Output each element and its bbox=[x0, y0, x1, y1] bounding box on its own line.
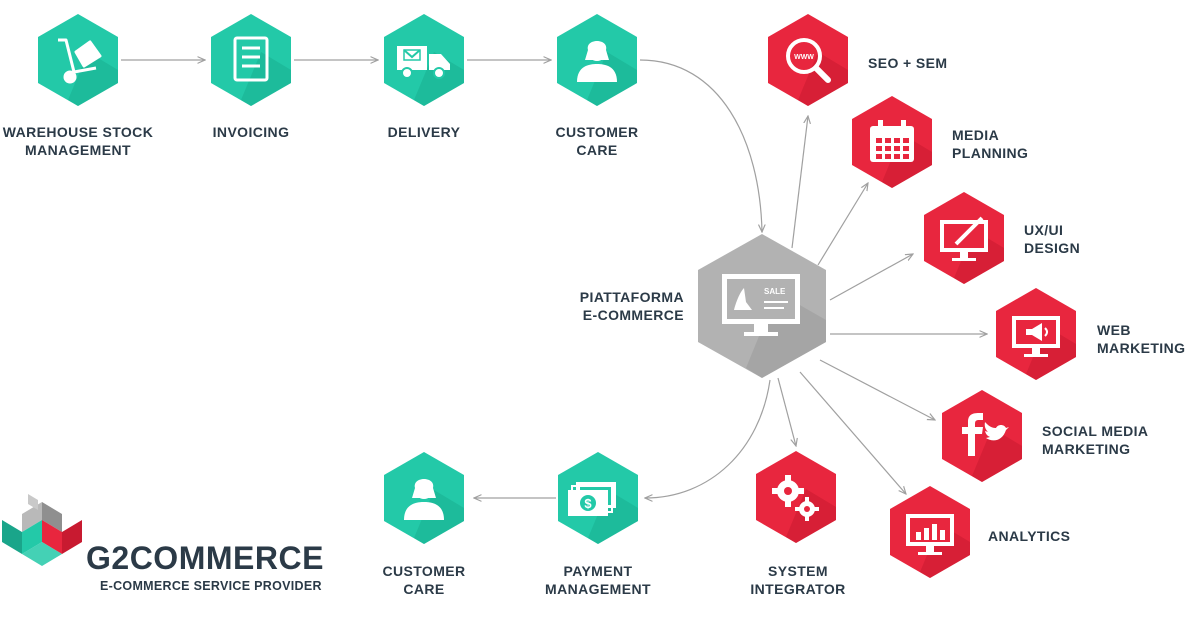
label-system-integrator-line2: INTEGRATOR bbox=[750, 581, 846, 597]
label-delivery-line1: DELIVERY bbox=[387, 124, 461, 140]
node-payment-management: $ bbox=[558, 452, 638, 544]
svg-text:$: $ bbox=[584, 496, 592, 511]
label-ux-ui-line2: DESIGN bbox=[1024, 240, 1081, 256]
label-system-integrator: SYSTEM INTEGRATOR bbox=[750, 562, 845, 598]
arrow-hub-to-analytics bbox=[799, 371, 906, 494]
gears-icon bbox=[772, 475, 819, 521]
label-media-planning-line2: PLANNING bbox=[952, 145, 1029, 161]
monitor-chart-icon bbox=[906, 514, 954, 555]
brand-name: G2COMMERCE bbox=[86, 540, 324, 576]
label-social-media-line1: SOCIAL MEDIA bbox=[1042, 423, 1149, 439]
arrow-hub-to-uxui bbox=[829, 254, 913, 301]
label-ux-ui: UX/UI DESIGN bbox=[1024, 221, 1080, 257]
operator-icon bbox=[577, 41, 617, 82]
node-delivery bbox=[384, 14, 464, 106]
calendar-icon bbox=[870, 120, 914, 162]
label-customer-care-bottom-line1: CUSTOMER bbox=[382, 563, 466, 579]
arrow-hub-to-social bbox=[819, 359, 935, 420]
node-web-marketing bbox=[996, 288, 1076, 380]
operator-icon bbox=[404, 479, 444, 520]
label-payment-management: PAYMENT MANAGEMENT bbox=[545, 562, 651, 598]
label-customer-care-top: CUSTOMER CARE bbox=[555, 123, 638, 159]
arrow-hub-to-system bbox=[777, 377, 796, 446]
magnifier-www-icon: WWW bbox=[786, 38, 831, 83]
label-hub-line1: PIATTAFORMA bbox=[579, 289, 684, 305]
label-analytics: ANALYTICS bbox=[988, 527, 1070, 545]
node-ux-ui-design bbox=[924, 192, 1004, 284]
node-seo-sem: WWW bbox=[768, 14, 848, 106]
node-invoicing bbox=[211, 14, 291, 106]
label-system-integrator-line1: SYSTEM bbox=[768, 563, 828, 579]
node-customer-care-top bbox=[557, 14, 637, 106]
label-hub: PIATTAFORMA E-COMMERCE bbox=[560, 288, 684, 324]
brand-logo-mark bbox=[2, 494, 82, 566]
label-customer-care-bottom-line2: CARE bbox=[403, 581, 445, 597]
monitor-brush-icon bbox=[940, 216, 988, 261]
hub-ecommerce-platform: SALE bbox=[698, 234, 826, 378]
label-customer-care-bottom: CUSTOMER CARE bbox=[382, 562, 465, 598]
label-warehouse-line2: MANAGEMENT bbox=[25, 142, 131, 158]
label-seo-sem-line1: SEO + SEM bbox=[868, 55, 948, 71]
node-warehouse bbox=[38, 14, 118, 106]
arrow-hub-to-media bbox=[817, 183, 868, 266]
label-warehouse-line1: WAREHOUSE STOCK bbox=[2, 124, 154, 140]
label-web-marketing-line1: WEB bbox=[1097, 322, 1131, 338]
label-warehouse: WAREHOUSE STOCK MANAGEMENT bbox=[3, 123, 153, 159]
label-seo-sem: SEO + SEM bbox=[868, 54, 947, 72]
arrow-hub-to-payment bbox=[645, 379, 771, 498]
label-payment-line2: MANAGEMENT bbox=[545, 581, 651, 597]
label-hub-line2: E-COMMERCE bbox=[582, 307, 684, 323]
arrow-hub-to-seo bbox=[791, 116, 808, 249]
payment-icon: $ bbox=[568, 482, 616, 516]
label-ux-ui-line1: UX/UI bbox=[1024, 222, 1064, 238]
node-social-media-marketing bbox=[942, 390, 1022, 482]
cart-icon bbox=[58, 38, 102, 84]
brand-tagline: E-COMMERCE SERVICE PROVIDER bbox=[100, 579, 322, 593]
label-customer-care-top-line2: CARE bbox=[576, 142, 618, 158]
node-analytics bbox=[890, 486, 970, 578]
label-media-planning: MEDIA PLANNING bbox=[952, 126, 1028, 162]
arrow-customer-care-to-hub bbox=[639, 59, 762, 232]
label-social-media-line2: MARKETING bbox=[1042, 441, 1131, 457]
label-analytics-line1: ANALYTICS bbox=[988, 528, 1071, 544]
label-invoicing-line1: INVOICING bbox=[212, 124, 290, 140]
seo-www-text: WWW bbox=[794, 54, 814, 61]
invoice-icon bbox=[233, 36, 269, 82]
node-customer-care-bottom bbox=[384, 452, 464, 544]
monitor-megaphone-icon bbox=[1012, 316, 1060, 357]
node-system-integrator bbox=[756, 451, 836, 543]
node-media-planning bbox=[852, 96, 932, 188]
social-icon bbox=[962, 413, 1009, 456]
label-web-marketing: WEB MARKETING bbox=[1097, 321, 1185, 357]
label-media-planning-line1: MEDIA bbox=[952, 127, 1000, 143]
hub-screen-sale-text: SALE bbox=[764, 287, 786, 296]
label-delivery: DELIVERY bbox=[388, 123, 461, 141]
label-payment-line1: PAYMENT bbox=[563, 563, 633, 579]
label-social-media: SOCIAL MEDIA MARKETING bbox=[1042, 422, 1148, 458]
label-customer-care-top-line1: CUSTOMER bbox=[555, 124, 639, 140]
label-web-marketing-line2: MARKETING bbox=[1097, 340, 1186, 356]
monitor-sale-icon: SALE bbox=[722, 274, 800, 336]
label-invoicing: INVOICING bbox=[213, 123, 290, 141]
truck-icon bbox=[397, 46, 450, 79]
connector-lines bbox=[121, 60, 987, 498]
